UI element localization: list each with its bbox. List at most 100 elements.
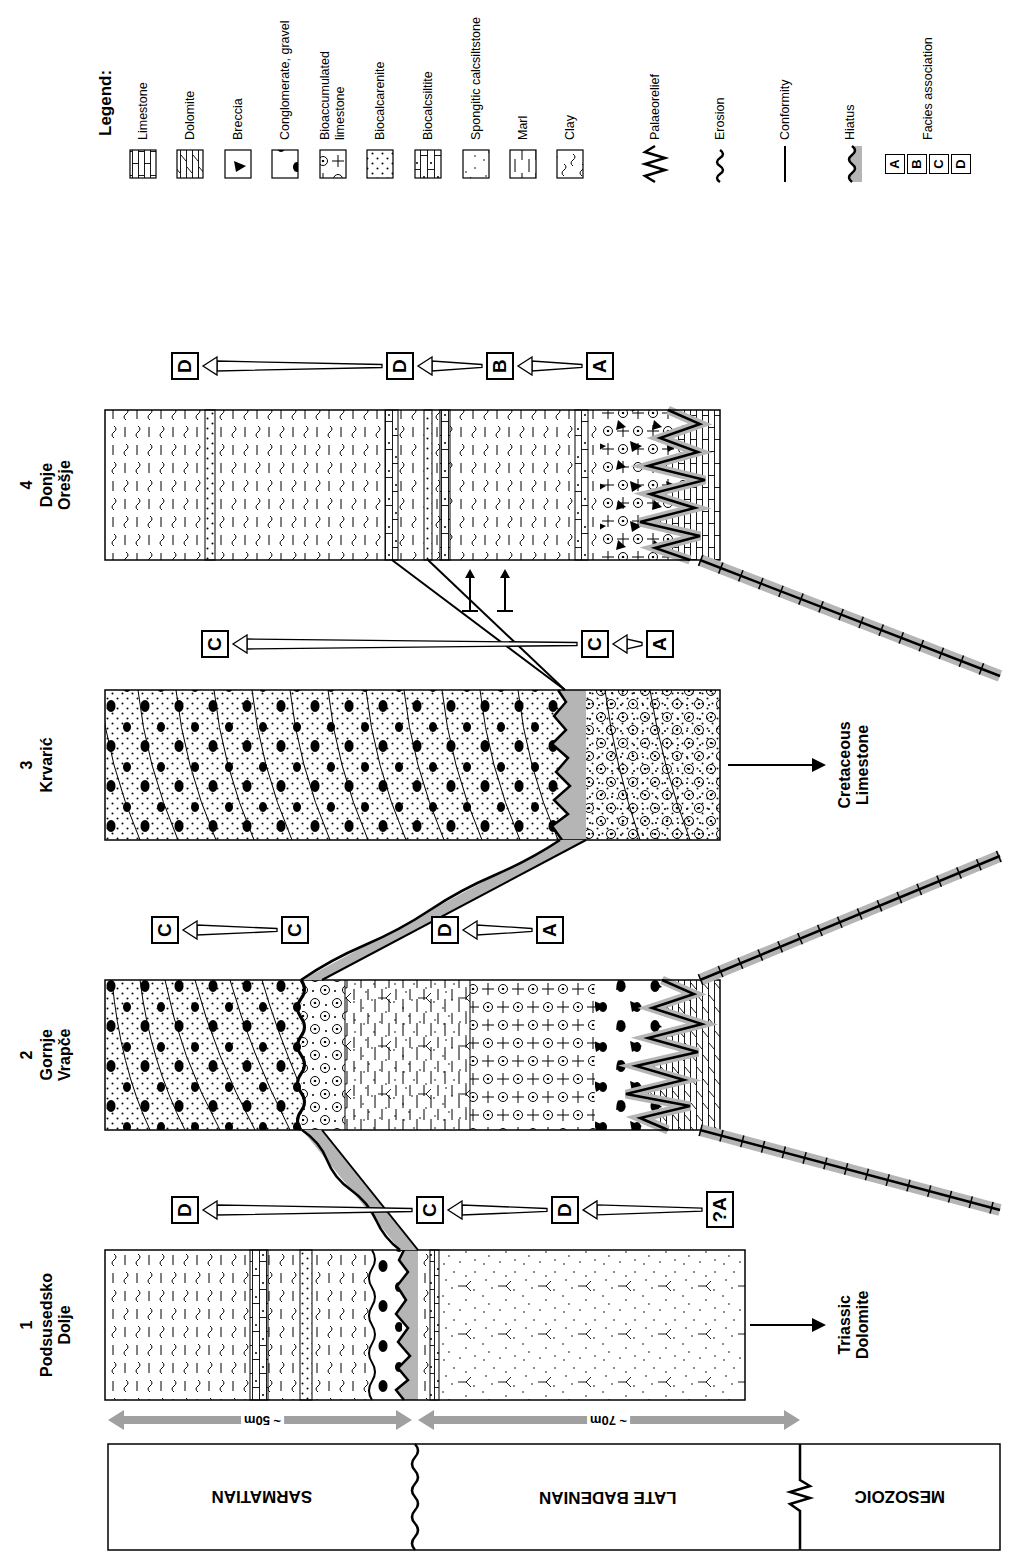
facies-box: A — [646, 630, 674, 658]
strata-rect — [440, 410, 450, 560]
thickness-label: ~ 70m — [586, 1412, 629, 1427]
section-krvaric — [100, 690, 826, 840]
facies-letter: C — [203, 636, 227, 652]
strata-polygon — [552, 690, 586, 840]
facies-key: A — [885, 154, 905, 174]
strata-path — [412, 1444, 418, 1550]
epoch-label: SARMATIAN — [211, 1487, 312, 1507]
strata-rect — [105, 980, 720, 1130]
arrow-head — [583, 1201, 597, 1219]
strata-line — [700, 560, 1000, 676]
strata-polygon — [302, 1130, 418, 1250]
arrow-body — [627, 639, 642, 649]
facies-letter: D — [173, 358, 197, 374]
epoch-label: LATE BADENIAN — [539, 1487, 677, 1507]
strata-rect — [105, 410, 600, 560]
facies-letter: A — [588, 358, 612, 374]
strata-polyline — [626, 980, 702, 1130]
arrow-head — [233, 635, 247, 653]
strata-line — [700, 856, 1000, 980]
strata-polygon — [500, 569, 510, 578]
correlation-lines — [301, 560, 1000, 1250]
strata-line — [700, 1130, 1000, 1210]
strata-g — [105, 690, 558, 840]
facies-box: D — [171, 352, 199, 380]
legend-title: Legend: — [96, 70, 116, 136]
strata-path — [849, 146, 862, 182]
strata-rect — [510, 150, 536, 178]
strata-path — [252, 690, 292, 840]
facies-box: D — [431, 916, 459, 944]
facies-box: C — [416, 1196, 444, 1224]
basement-label: Triassic Dolomite — [836, 1291, 873, 1359]
arrow-body — [197, 925, 277, 935]
strata-rect — [108, 1444, 1000, 1550]
arrow-body — [247, 639, 577, 649]
strata-line — [700, 560, 1000, 676]
facies-box: A — [536, 916, 564, 944]
legend-entry: Biocalcarenite — [373, 8, 388, 140]
strata-g — [700, 560, 1000, 1210]
thickness-label: ~ 50m — [240, 1412, 283, 1427]
legend-text: Clay — [563, 115, 577, 140]
facies-box: C — [151, 916, 179, 944]
legend-entry: Breccia — [231, 8, 246, 140]
strata-polyline — [640, 410, 705, 560]
facies-letter: D — [433, 922, 457, 938]
strata-rect — [130, 150, 156, 178]
strata-polygon — [812, 1318, 826, 1332]
facies-box: C — [281, 916, 309, 944]
strata-rect — [385, 410, 398, 560]
strata-line — [728, 764, 812, 766]
strata-path — [369, 1250, 375, 1400]
strata-rect — [424, 410, 432, 560]
strata-line — [345, 980, 346, 1130]
strata-line — [322, 840, 586, 980]
legend-entry: Dolomite — [183, 8, 198, 140]
column-number: 4 — [18, 481, 36, 490]
strata-rect — [105, 690, 560, 840]
strata-rect — [105, 690, 560, 840]
facies-arrow — [183, 921, 277, 939]
strata-polygon — [108, 1410, 124, 1430]
strata-polygon — [784, 1410, 800, 1430]
strata-path — [442, 690, 482, 840]
strata-path — [230, 980, 290, 1130]
time-bar — [108, 1444, 1000, 1550]
facies-letter: A — [648, 636, 672, 652]
strata-rect — [385, 410, 398, 560]
legend-entry: Conformity — [778, 8, 793, 140]
strata-path — [138, 690, 178, 840]
strata-rect — [586, 690, 720, 840]
arrow-body — [477, 925, 532, 935]
arrow-head — [518, 357, 532, 375]
strata-line — [497, 610, 513, 612]
strata-rect — [430, 1250, 439, 1400]
strata-path — [717, 150, 723, 182]
strata-line — [700, 1130, 1000, 1210]
arrow-body — [462, 1205, 547, 1215]
strata-path — [366, 690, 406, 840]
strata-path — [195, 980, 255, 1130]
strata-path — [645, 146, 665, 182]
strata-polyline — [640, 410, 705, 560]
column-name: Gornje Vrapče — [38, 1029, 75, 1081]
column-name: Donje Orešje — [38, 460, 75, 510]
strata-path — [328, 690, 368, 840]
strata-rect — [586, 690, 720, 840]
strata-polygon — [465, 569, 475, 578]
strata-rect — [439, 1250, 745, 1400]
strata-polygon — [640, 410, 720, 560]
strata-path — [140, 980, 185, 1130]
column-number: 3 — [18, 761, 36, 770]
strata-rect — [105, 980, 302, 1130]
facies-letter: A — [538, 922, 562, 938]
strata-path — [214, 690, 254, 840]
strata-line — [700, 1130, 1000, 1210]
strata-line — [700, 856, 1000, 980]
legend-entry: Erosion — [713, 8, 728, 140]
facies-key: D — [951, 154, 971, 174]
strata-path — [650, 690, 690, 840]
strata-path — [298, 980, 305, 1130]
